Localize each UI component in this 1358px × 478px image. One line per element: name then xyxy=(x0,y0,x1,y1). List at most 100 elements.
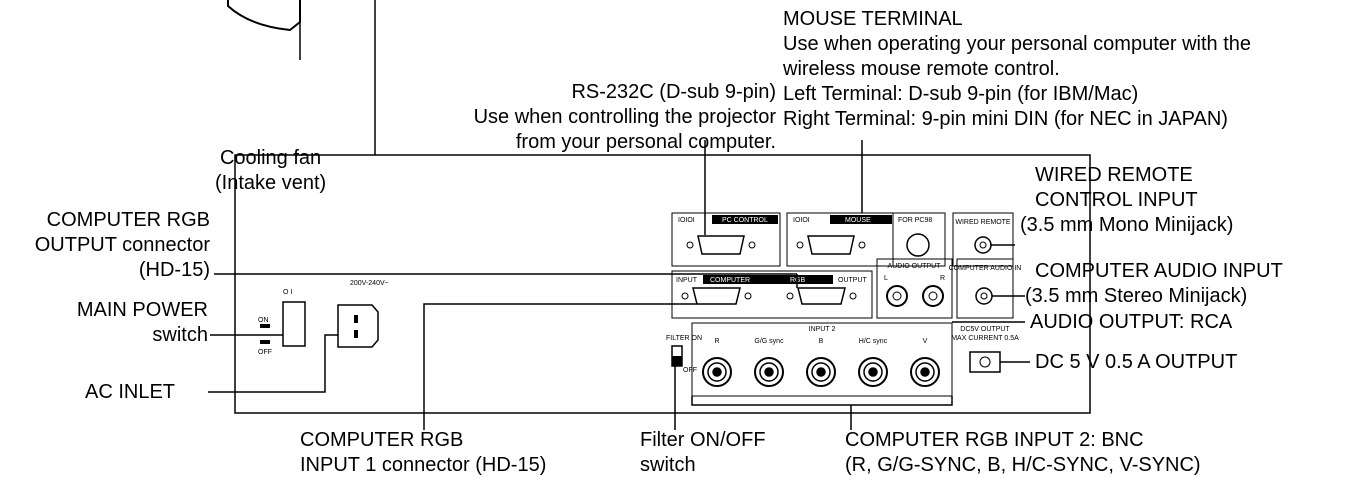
voltage-text: 200V-240V~ xyxy=(350,280,389,287)
ac-inlet-label: AC INLET xyxy=(85,381,176,403)
wired-remote-label: WIRED REMOTE CONTROL INPUT (3.5 mm Mono … xyxy=(1020,163,1233,238)
bnc-label: R xyxy=(714,338,719,345)
wired-remote-jack xyxy=(974,236,992,254)
bnc-input2-text: INPUT 2 xyxy=(809,326,836,333)
wired-remote-line-2: CONTROL INPUT xyxy=(1035,189,1198,211)
computer-text: COMPUTER xyxy=(710,277,750,284)
rgb-input1-screw-right xyxy=(744,292,752,300)
computer-rgb-input2-line-1: COMPUTER RGB INPUT 2: BNC xyxy=(845,429,1144,451)
rgb-box xyxy=(671,270,873,319)
computer-audio-jack xyxy=(975,287,993,305)
dc-output-port xyxy=(969,351,1001,373)
computer-rgb-output-label: COMPUTER RGB OUTPUT connector (HD-15) xyxy=(35,208,210,283)
rs232c-port xyxy=(697,235,745,255)
leader-ac-inlet xyxy=(208,334,338,393)
switch-off-mark xyxy=(260,340,270,344)
switch-on-text: ON xyxy=(258,317,269,324)
cooling-fan-outline xyxy=(227,0,301,32)
cooling-fan-label: Cooling fan (Intake vent) xyxy=(215,146,326,196)
bnc-connector-ring xyxy=(759,362,779,382)
audio-r-text: R xyxy=(940,275,945,282)
rgb-output-port xyxy=(797,287,846,305)
switch-off-text: OFF xyxy=(258,349,272,356)
computer-rgb-input1-line-2: INPUT 1 connector (HD-15) xyxy=(300,454,547,476)
computer-rgb-input2-line-2: (R, G/G-SYNC, B, H/C-SYNC, V-SYNC) xyxy=(845,454,1201,476)
filter-switch-line-1: Filter ON/OFF xyxy=(640,429,766,451)
rs232c-screw-left xyxy=(686,241,694,249)
mouse-box xyxy=(786,212,946,267)
bnc-connector xyxy=(858,357,888,387)
computer-audio-jack-inner xyxy=(980,292,988,300)
main-power-label: MAIN POWER switch xyxy=(77,298,208,348)
mouse-terminal-line-5: Right Terminal: 9-pin mini DIN (for NEC … xyxy=(783,108,1228,130)
dc-output-label: DC 5 V 0.5 A OUTPUT xyxy=(1035,351,1238,373)
mouse-terminal-line-1: MOUSE TERMINAL xyxy=(783,8,963,30)
wired-remote-box xyxy=(952,212,1014,267)
pc-control-text: PC CONTROL xyxy=(722,217,768,224)
rs232c-screw-right xyxy=(748,241,756,249)
switch-on-mark xyxy=(260,324,270,328)
audio-l-text: L xyxy=(884,275,888,282)
mouse-dsub-port xyxy=(807,235,855,255)
bnc-connector xyxy=(806,357,836,387)
wired-remote-jack-inner xyxy=(979,241,987,249)
main-power-line-2: switch xyxy=(152,324,208,346)
wired-remote-text: WIRED REMOTE xyxy=(955,219,1011,226)
filter-switch-label: Filter ON/OFF switch xyxy=(640,428,766,478)
rgb-output-text: OUTPUT xyxy=(838,277,868,284)
filter-off-text: OFF xyxy=(683,367,697,374)
audio-output-label: AUDIO OUTPUT: RCA xyxy=(1030,311,1233,333)
bnc-label: H/C sync xyxy=(859,338,888,345)
main-power-line-1: MAIN POWER xyxy=(76,299,208,321)
ac-inlet xyxy=(337,304,379,348)
dc5v-output-text: DC5V OUTPUT xyxy=(960,326,1010,333)
pc-control-box xyxy=(671,212,781,267)
filter-switch-knob xyxy=(672,356,682,366)
computer-rgb-output-line-1: COMPUTER RGB xyxy=(46,209,210,231)
bnc-connector-ring xyxy=(920,367,930,377)
bnc-connector xyxy=(702,357,732,387)
mouse-terminal-line-3: wireless mouse remote control. xyxy=(783,58,1060,80)
rgb-input1-port xyxy=(692,287,741,305)
rca-right-jack xyxy=(922,285,944,307)
computer-rgb-output-line-2: OUTPUT connector xyxy=(34,234,210,256)
computer-rgb-input1-label: COMPUTER RGB INPUT 1 connector (HD-15) xyxy=(300,428,546,478)
rs232c-line-2: Use when controlling the projector xyxy=(473,106,776,128)
mouse-screw-left xyxy=(796,241,804,249)
for-pc98-text: FOR PC98 xyxy=(898,217,932,224)
bnc-connector-ring xyxy=(707,362,727,382)
bnc-connector-ring xyxy=(712,367,722,377)
mouse-io-text: IOIOI xyxy=(793,217,810,224)
mouse-terminal-label: MOUSE TERMINAL Use when operating your p… xyxy=(783,7,1251,132)
filter-on-text: FILTER ON xyxy=(666,335,702,342)
power-mark-text: O I xyxy=(283,289,292,296)
wired-remote-line-3: (3.5 mm Mono Minijack) xyxy=(1020,214,1234,236)
computer-rgb-input1-line-1: COMPUTER RGB xyxy=(300,429,464,451)
bnc-connector xyxy=(754,357,784,387)
ac-pin-1 xyxy=(354,315,358,323)
ac-pin-2 xyxy=(354,330,358,338)
mouse-terminal-line-2: Use when operating your personal compute… xyxy=(783,33,1252,55)
leader-bnc-bracket xyxy=(691,396,953,406)
rgb-band xyxy=(703,275,833,284)
rgb-input1-screw-left xyxy=(681,292,689,300)
computer-rgb-input2-label: COMPUTER RGB INPUT 2: BNC (R, G/G-SYNC, … xyxy=(845,428,1201,478)
computer-audio-input-label: COMPUTER AUDIO INPUT (3.5 mm Stereo Mini… xyxy=(1025,259,1283,309)
pc-control-io-text: IOIOI xyxy=(678,217,695,224)
bnc-connector-ring xyxy=(915,362,935,382)
cooling-fan-line-1: Cooling fan xyxy=(219,147,322,169)
bnc-box xyxy=(691,322,953,397)
bnc-label: V xyxy=(923,338,928,345)
rgb-input-text: INPUT xyxy=(676,277,698,284)
filter-switch-line-2: switch xyxy=(640,454,696,476)
cooling-fan-line-2: (Intake vent) xyxy=(215,172,327,194)
rs232c-line-3: from your personal computer. xyxy=(515,131,776,153)
rs232c-label: RS-232C (D-sub 9-pin) Use when controlli… xyxy=(474,80,776,155)
mouse-terminal-line-4: Left Terminal: D-sub 9-pin (for IBM/Mac) xyxy=(783,83,1139,105)
bnc-label: G/G sync xyxy=(754,338,784,345)
computer-audio-input-line-2: (3.5 mm Stereo Minijack) xyxy=(1025,285,1248,307)
rca-left-jack-inner xyxy=(892,291,902,301)
bnc-connector-ring xyxy=(816,367,826,377)
rca-right-jack-inner xyxy=(928,291,938,301)
